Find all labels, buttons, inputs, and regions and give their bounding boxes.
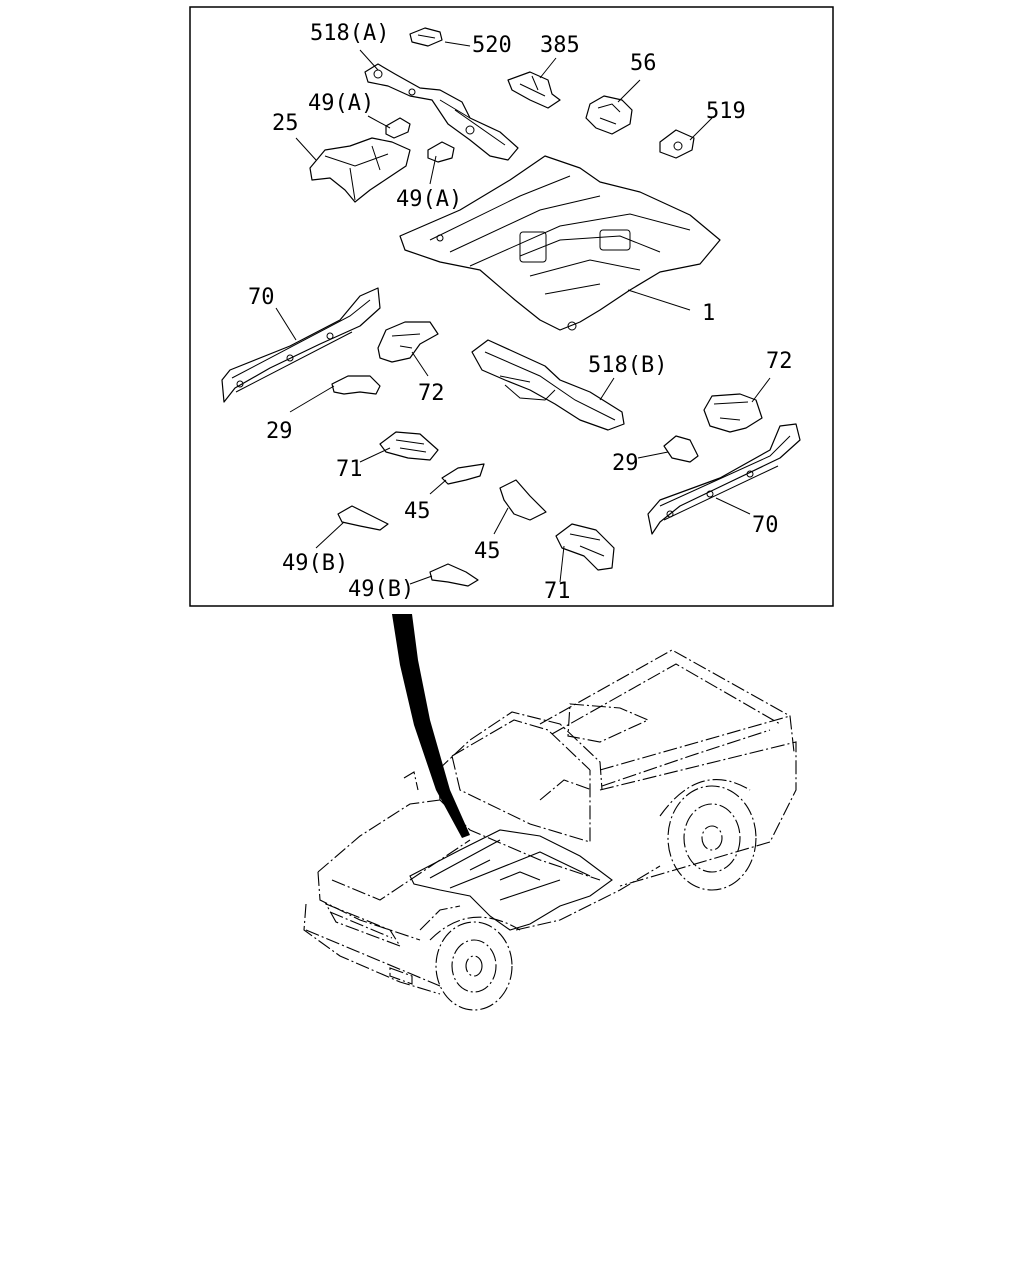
callout-49a-mid: 49(A): [396, 187, 462, 212]
part-519: [659, 129, 695, 159]
callout-70-right: 70: [752, 513, 779, 538]
callout-49b-left: 49(B): [282, 551, 348, 576]
leader-lines: [275, 41, 771, 585]
callout-49a-top: 49(A): [308, 91, 374, 116]
callout-70-left: 70: [248, 285, 275, 310]
callout-45-upper: 45: [404, 499, 431, 524]
callout-25: 25: [272, 111, 299, 136]
part-70-right: [647, 423, 801, 535]
callout-56: 56: [630, 51, 657, 76]
part-56: [585, 95, 633, 135]
part-49a-top: [385, 117, 411, 139]
part-25: [309, 137, 411, 203]
part-29-right: [663, 435, 699, 463]
parts-frame: [189, 6, 834, 607]
part-29-left: [331, 375, 381, 395]
callout-520: 520: [472, 33, 512, 58]
callout-518b: 518(B): [588, 353, 667, 378]
callout-519: 519: [706, 99, 746, 124]
callout-72-right: 72: [766, 349, 793, 374]
part-72-right: [703, 393, 763, 433]
part-49b-left: [337, 505, 389, 531]
part-45-lower: [499, 479, 547, 521]
part-518a: [364, 63, 519, 161]
callout-518a: 518(A): [310, 21, 389, 46]
part-1-floor-pan: [399, 155, 721, 331]
part-520: [409, 27, 443, 47]
part-71-left: [379, 431, 439, 461]
callout-385: 385: [540, 33, 580, 58]
part-70-left: [221, 287, 381, 403]
part-45-upper: [441, 463, 485, 485]
callout-71-right: 71: [544, 579, 571, 604]
pickup-truck-illustration: [303, 649, 797, 1011]
part-72-left: [377, 321, 439, 363]
callout-49b-bottom: 49(B): [348, 577, 414, 602]
part-518b: [471, 339, 625, 431]
part-49a-mid: [427, 141, 455, 163]
callout-1: 1: [702, 301, 715, 326]
part-49b-bottom: [429, 563, 479, 587]
callout-29-left: 29: [266, 419, 293, 444]
callout-29-right: 29: [612, 451, 639, 476]
part-71-right: [555, 523, 615, 571]
part-385: [507, 71, 561, 109]
callout-72-left: 72: [418, 381, 445, 406]
callout-45-lower: 45: [474, 539, 501, 564]
callout-71-left: 71: [336, 457, 363, 482]
location-pointer: [392, 614, 470, 838]
